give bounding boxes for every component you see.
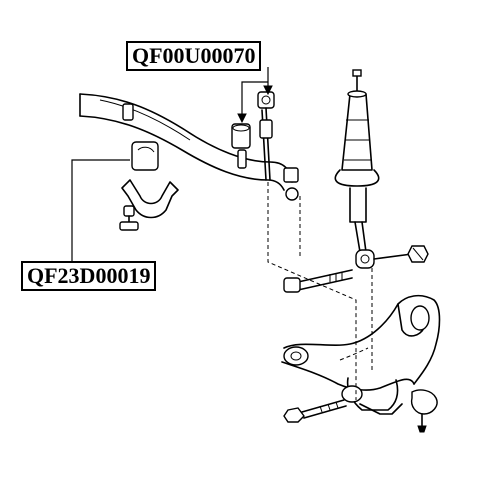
strut-rod: [283, 269, 353, 293]
stabilizer-bar: [79, 93, 293, 191]
link-bushing-set: [231, 91, 299, 201]
shock-absorber: [334, 69, 380, 269]
upper-bolt: [373, 245, 429, 263]
reference-lines: [267, 182, 373, 400]
part-number-label-bushing-set: QF00U00070: [126, 41, 262, 71]
part-number-label-stabilizer-bushing: QF23D00019: [21, 261, 157, 291]
knuckle: [341, 377, 438, 433]
lower-control-arm: [281, 294, 441, 391]
leader-lines: [71, 67, 273, 262]
stabilizer-clamp: [119, 141, 179, 231]
lower-bolt: [283, 399, 347, 423]
